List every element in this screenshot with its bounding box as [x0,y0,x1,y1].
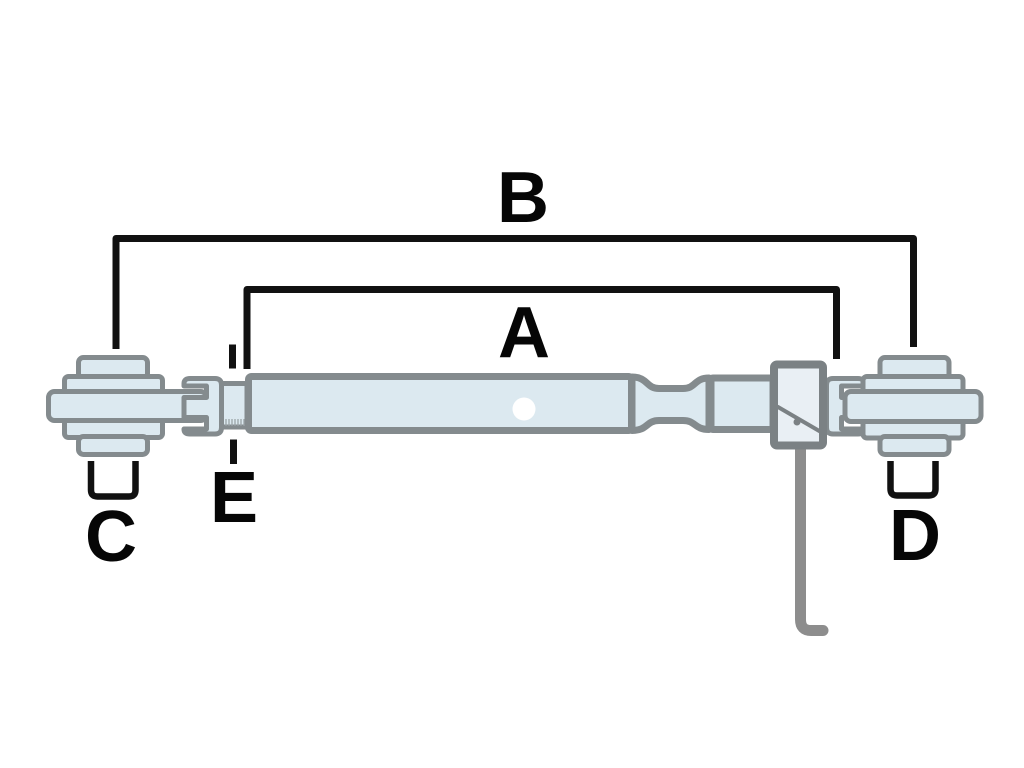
right-joint-pin [842,389,984,424]
dimension-ticks-e [229,344,237,464]
lock-housing-pawl-line [776,405,823,434]
left-thread-section [217,381,250,430]
left-joint-bottom-cap [76,434,150,457]
body-waist [628,373,713,434]
lock-housing [770,360,827,450]
label-d: D [889,496,941,576]
crank-handle [795,440,829,636]
dimension-bracket-b [112,235,917,349]
label-b: B [497,158,549,238]
body-tube [245,373,635,434]
body-tube-hole [512,397,536,421]
size-bracket-c [87,461,139,500]
left-ball-joint [46,355,209,457]
label-e: E [210,458,258,538]
dimension-bracket-a [243,286,840,369]
lock-housing-pivot [793,418,801,426]
body-end-section [707,374,777,433]
label-c: C [85,497,137,577]
right-ball-joint [842,355,984,457]
left-thread-hatching [222,419,245,426]
right-joint-bottom-cap [877,434,952,457]
lock-housing-body [770,360,827,450]
label-a: A [498,293,550,373]
left-clevis [181,376,224,437]
turnbuckle-body [245,373,777,434]
size-bracket-d [887,461,939,499]
